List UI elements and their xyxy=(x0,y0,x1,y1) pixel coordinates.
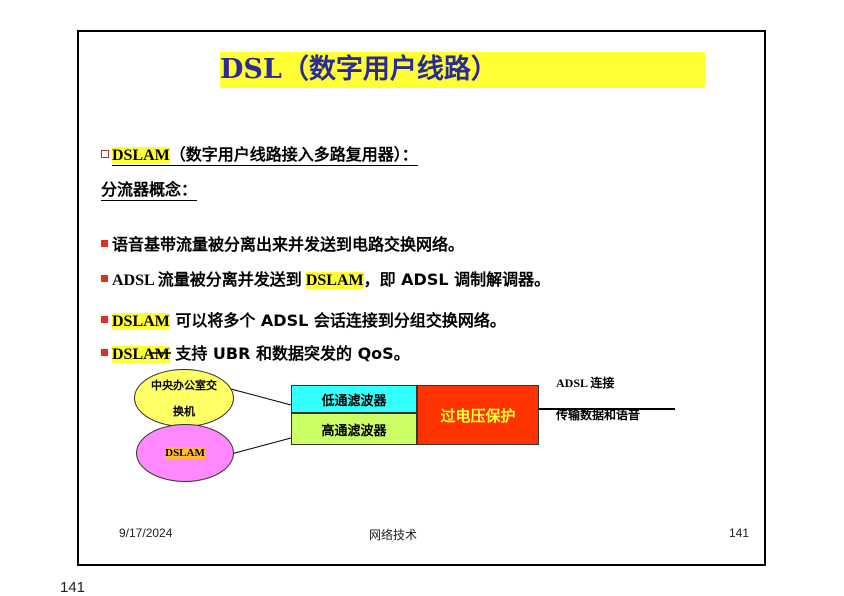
splitter-heading: 分流器概念： xyxy=(101,180,198,201)
overvoltage-protection: 过电压保护 xyxy=(417,385,539,445)
bullet-icon xyxy=(101,275,108,282)
highpass-filter: 高通滤波器 xyxy=(291,413,417,445)
slide: DSL（数字用户线路） DSLAM（数字用户线路接入多路复用器）： 分流器概念：… xyxy=(77,30,766,566)
dslam-heading-text: （数字用户线路接入多路复用器）： xyxy=(169,145,418,164)
office-switch-node: 中央办公室交 换机 xyxy=(134,369,234,427)
dslam-heading-term: DSLAM xyxy=(112,147,170,164)
bullet-item-2: ADSL 流量被分离并发送到 DSLAM，即 ADSL 调制解调器。 xyxy=(101,269,550,292)
transmit-label: 传输数据和语音 xyxy=(556,408,641,422)
diagram-connectors xyxy=(149,352,675,455)
office-switch-label-2: 换机 xyxy=(173,405,195,418)
bullet-item-1: 语音基带流量被分离出来并发送到电路交换网络。 xyxy=(101,234,464,256)
footer-date: 9/17/2024 xyxy=(119,526,173,540)
page-number: 141 xyxy=(60,579,86,596)
bullet-icon xyxy=(101,349,108,356)
footer-page: 141 xyxy=(729,526,750,540)
dslam-heading: DSLAM（数字用户线路接入多路复用器）： xyxy=(101,144,418,167)
adsl-connection-label: ADSL 连接 xyxy=(556,376,615,390)
square-bullet-icon xyxy=(101,149,109,158)
bullet-item-3: DSLAM 可以将多个 ADSL 会话连接到分组交换网络。 xyxy=(101,310,506,333)
office-switch-label-1: 中央办公室交 xyxy=(151,379,217,392)
footer-title: 网络技术 xyxy=(369,528,418,542)
slide-title: DSL（数字用户线路） xyxy=(220,52,705,88)
lowpass-filter: 低通滤波器 xyxy=(291,385,417,413)
dslam-node: DSLAM xyxy=(136,424,234,482)
bullet-icon xyxy=(101,240,108,247)
bullet-icon xyxy=(101,316,108,323)
bullet-item-4: DSLAM 支持 UBR 和数据突发的 QoS。 xyxy=(101,343,410,366)
